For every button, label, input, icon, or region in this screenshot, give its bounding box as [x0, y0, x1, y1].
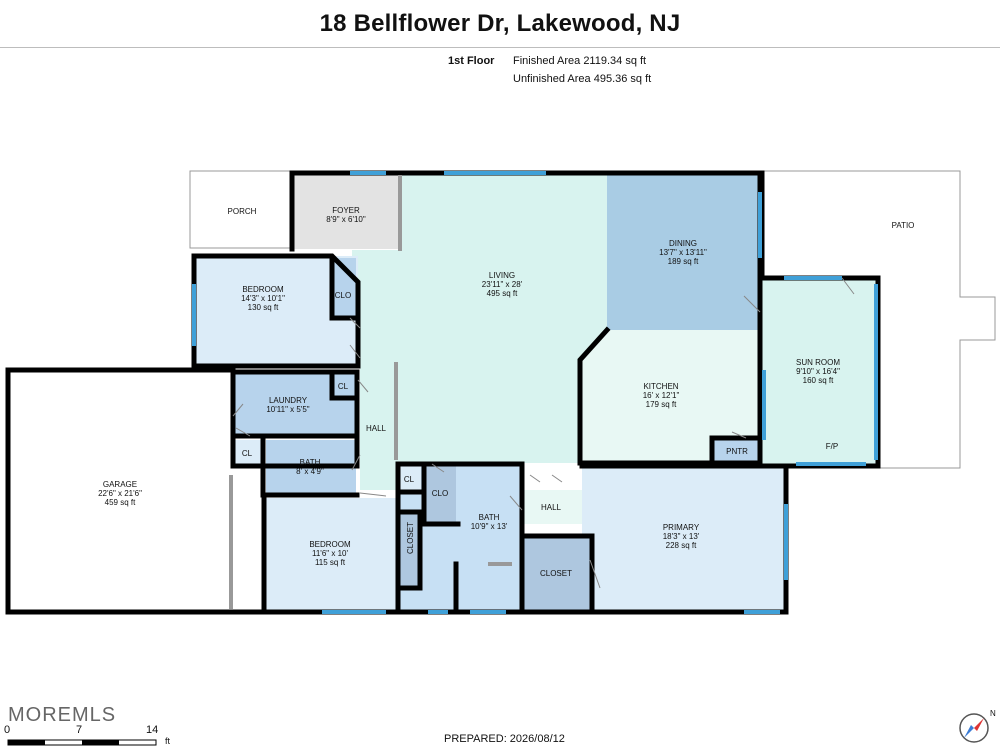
cl2-room [233, 440, 263, 466]
scale-unit: ft [165, 736, 171, 746]
watermark-logo: MOREMLS [8, 704, 117, 726]
unfinished-area: Unfinished Area 495.36 sq ft [513, 73, 652, 85]
cl3-room [399, 466, 421, 492]
primary-area: 228 sq ft [666, 541, 697, 550]
primary-dims: 18'3" x 13' [663, 532, 700, 541]
clo2-label: CLO [432, 489, 448, 498]
hall2-room [522, 490, 582, 524]
page-title: 18 Bellflower Dr, Lakewood, NJ [319, 10, 681, 37]
cl2-label: CL [242, 449, 253, 458]
title-divider [0, 47, 1000, 48]
kitchen-area: 179 sq ft [646, 400, 677, 409]
bedroom2-dims: 11'6" x 10' [312, 549, 348, 558]
garage-area: 459 sq ft [105, 498, 136, 507]
bath1-dims: 8' x 4'9" [296, 467, 324, 476]
foyer-room [292, 173, 400, 249]
pntr-room [712, 438, 760, 462]
garage-label: GARAGE [103, 480, 137, 489]
kitchen-dims: 16' x 12'1" [643, 391, 680, 400]
floor-label: 1st Floor [448, 55, 495, 67]
cl3-label: CL [404, 475, 415, 484]
doors [232, 277, 855, 589]
cl1-label: CL [338, 382, 349, 391]
living-room [352, 173, 760, 490]
porch-label: PORCH [228, 207, 257, 216]
bath-vanity [488, 562, 512, 566]
clo1-label: CLO [335, 291, 351, 300]
garage-room [8, 370, 233, 612]
living-label: LIVING [489, 271, 515, 280]
sunroom-room [762, 278, 878, 464]
bath2-label: BATH [479, 513, 500, 522]
laundry-dims: 10'11" x 5'5" [266, 405, 309, 414]
bedroom2-room [264, 498, 398, 610]
prepared-date: PREPARED: 2026/08/12 [444, 733, 565, 745]
cl1-room [332, 375, 356, 398]
closet1-label: CLOSET [406, 522, 415, 554]
bedroom1-area: 130 sq ft [248, 303, 279, 312]
clo2-room [424, 466, 456, 524]
patio-label: PATIO [892, 221, 915, 230]
closet2-label: CLOSET [540, 569, 572, 578]
garage-dims: 22'6" x 21'6" [98, 489, 142, 498]
dining-room [607, 173, 760, 330]
garage-partition [229, 475, 233, 609]
sunroom-dims: 9'10" x 16'4" [796, 367, 840, 376]
closet1-room [399, 514, 419, 586]
foyer-label: FOYER [332, 206, 360, 215]
hall-partition [394, 362, 398, 460]
kitchen-room [580, 330, 760, 463]
foyer-partition [398, 175, 402, 251]
compass-label: N [990, 709, 996, 718]
room-labels: PORCH FOYER 8'9" x 6'10" LIVING 23'11" x… [98, 206, 914, 578]
living-dims: 23'11" x 28' [482, 280, 523, 289]
compass-icon [959, 713, 989, 743]
hall2-label: HALL [541, 503, 562, 512]
finished-area: Finished Area 2119.34 sq ft [513, 55, 647, 67]
primary-room [582, 466, 786, 610]
living-area: 495 sq ft [487, 289, 518, 298]
bedroom1-dims: 14'3" x 10'1" [241, 294, 285, 303]
laundry-label: LAUNDRY [269, 396, 308, 405]
pntr-label: PNTR [726, 447, 748, 456]
kitchen-label: KITCHEN [643, 382, 678, 391]
bedroom2-label: BEDROOM [309, 540, 351, 549]
sunroom-area: 160 sq ft [803, 376, 834, 385]
bath2-dims: 10'9" x 13' [471, 522, 508, 531]
foyer-dims: 8'9" x 6'10" [326, 215, 366, 224]
sunroom-label: SUN ROOM [796, 358, 840, 367]
scale-label-0: 0 [4, 724, 11, 736]
hall1-label: HALL [366, 424, 387, 433]
dining-area: 189 sq ft [668, 257, 699, 266]
bedroom1-label: BEDROOM [242, 285, 284, 294]
scale-label-14: 14 [146, 724, 159, 736]
bath1-label: BATH [300, 458, 321, 467]
closet2-room [522, 538, 590, 610]
dining-label: DINING [669, 239, 697, 248]
bedroom2-area: 115 sq ft [315, 558, 346, 567]
primary-label: PRIMARY [663, 523, 700, 532]
scale-label-7: 7 [76, 724, 83, 736]
windows [192, 171, 878, 614]
dining-dims: 13'7" x 13'11" [659, 248, 707, 257]
fp-label: F/P [826, 442, 838, 451]
scale-bar [7, 739, 157, 746]
